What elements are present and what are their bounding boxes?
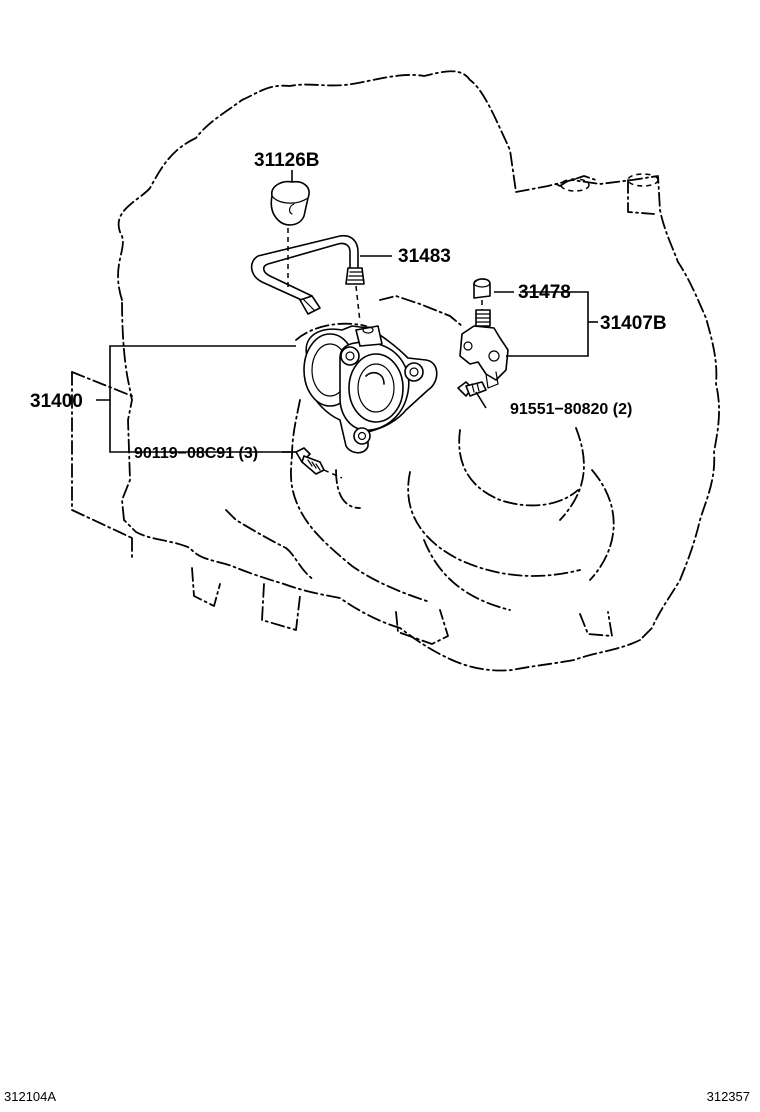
- label-91551: 91551−80820 (2): [510, 401, 632, 418]
- label-31407B: 31407B: [600, 313, 667, 334]
- footer-right-code: 312357: [707, 1089, 750, 1104]
- release-cylinder-31400: [303, 325, 438, 454]
- leader-lines: [96, 291, 598, 453]
- transmission-housing-outline: [71, 70, 720, 672]
- label-90119: 90119−08C91 (3): [134, 445, 258, 462]
- tube-31483: [250, 234, 392, 323]
- bleeder-cap-31478: [473, 278, 514, 310]
- bleeder-union-31407B: [459, 309, 509, 389]
- bolt-90119: [295, 447, 343, 479]
- part-labels: 31126B 31483 31478 31407B 31400 91551−80…: [30, 150, 667, 462]
- label-31400: 31400: [30, 391, 83, 412]
- footer: 312104A 312357: [4, 1089, 750, 1104]
- footer-left-code: 312104A: [4, 1089, 56, 1104]
- label-31126B: 31126B: [254, 150, 320, 171]
- bolt-91551: [457, 381, 487, 409]
- label-31483: 31483: [398, 246, 451, 267]
- plug-31126B: [270, 170, 310, 288]
- label-31478: 31478: [518, 282, 571, 303]
